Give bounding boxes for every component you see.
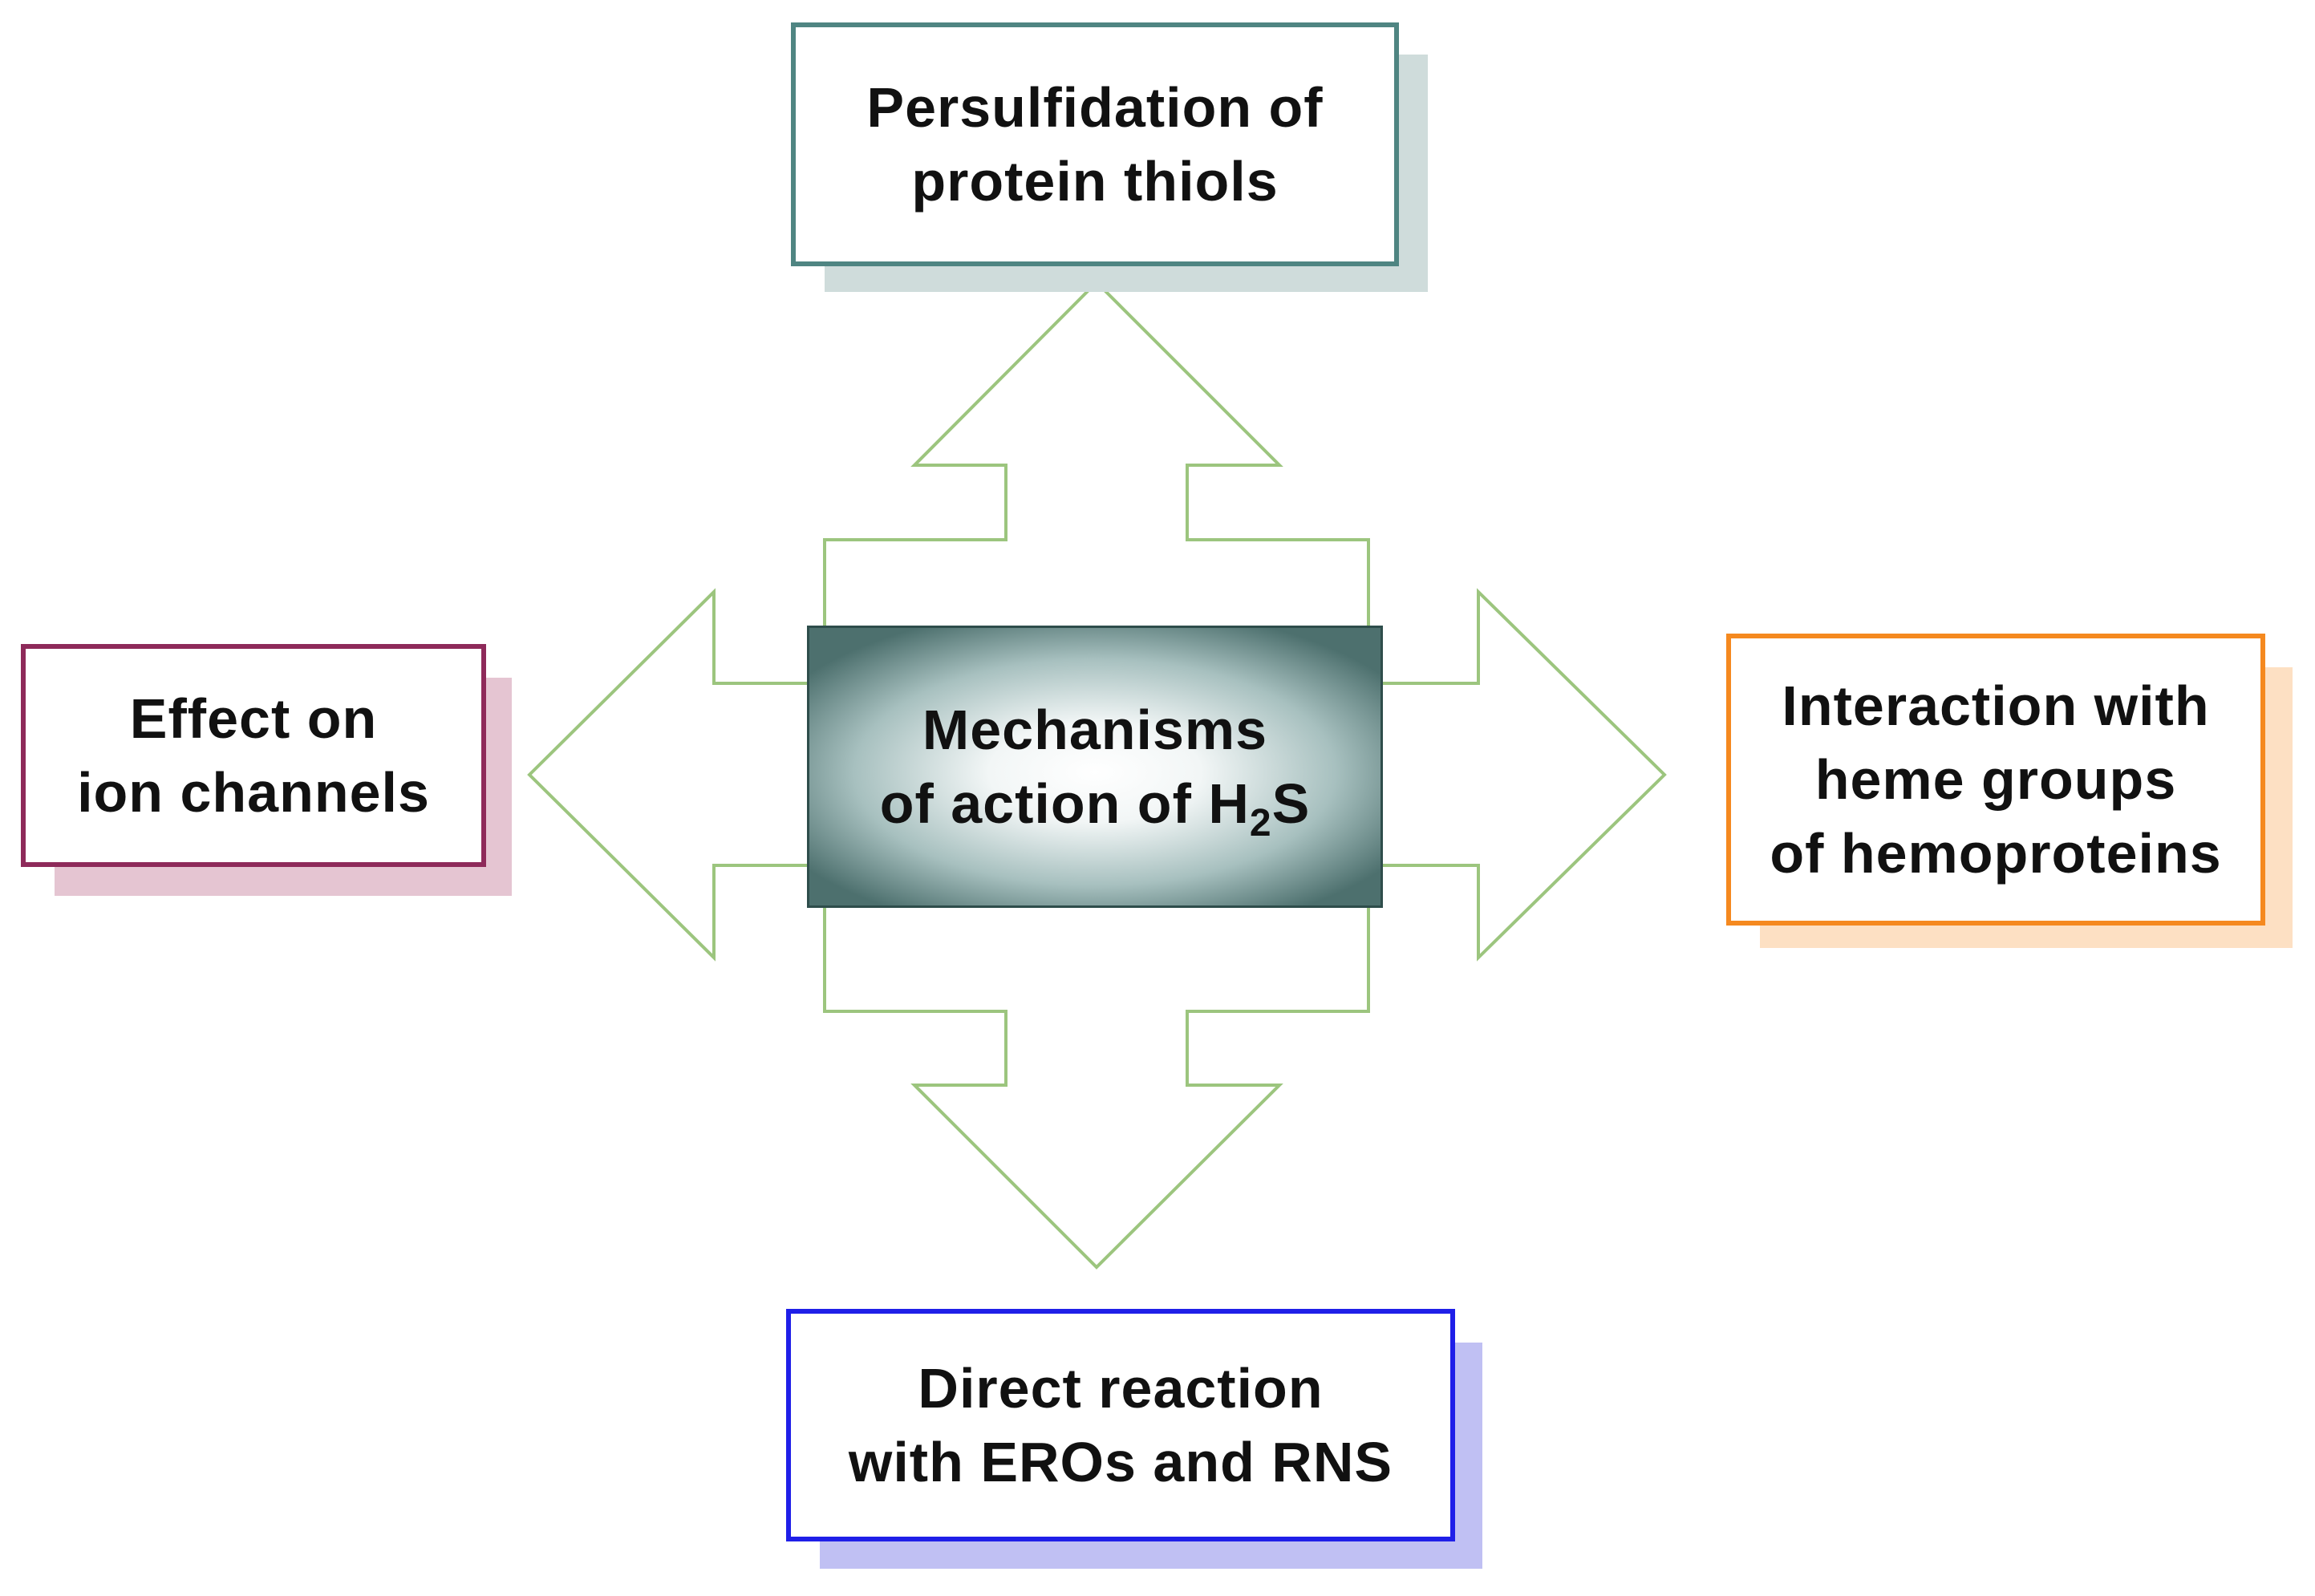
ros-rns-line-2: with EROs and RNS: [848, 1431, 1393, 1493]
center-line-2: of action of H2S: [879, 767, 1311, 843]
persulfidation-line-2: protein thiols: [911, 150, 1279, 213]
heme-groups-line-3: of hemoproteins: [1770, 822, 2222, 885]
center-line-2-prefix: of action of H: [879, 772, 1250, 835]
persulfidation-line-1: Persulfidation of: [866, 76, 1324, 139]
mechanisms-center-box: Mechanisms of action of H2S: [807, 626, 1383, 908]
h2s-subscript: 2: [1249, 802, 1272, 845]
heme-groups-line-1: Interaction with: [1782, 674, 2210, 737]
ion-channels-line-2: ion channels: [77, 761, 430, 824]
heme-groups-box: Interaction with heme groups of hemoprot…: [1726, 634, 2265, 926]
heme-groups-line-2: heme groups: [1814, 748, 2177, 811]
persulfidation-box: Persulfidation of protein thiols: [791, 22, 1399, 266]
center-line-1: Mechanisms: [922, 699, 1268, 761]
center-line-2-suffix: S: [1271, 772, 1311, 835]
ros-rns-line-1: Direct reaction: [918, 1357, 1324, 1420]
ion-channels-line-1: Effect on: [129, 687, 378, 750]
ros-rns-box: Direct reaction with EROs and RNS: [786, 1309, 1455, 1541]
ion-channels-box: Effect on ion channels: [21, 644, 486, 867]
